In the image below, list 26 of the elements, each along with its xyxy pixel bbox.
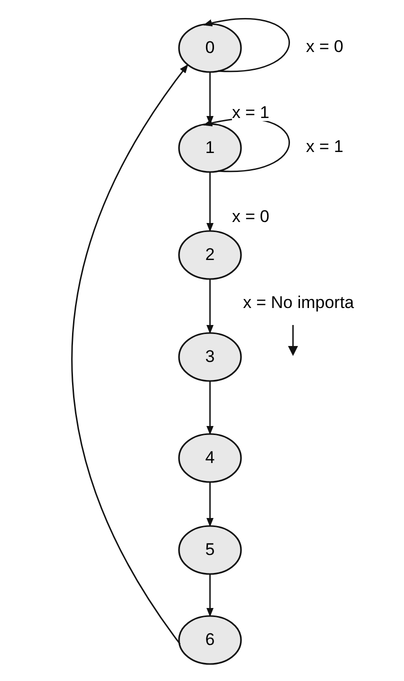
state-circle: [178, 332, 242, 382]
state-number: 5: [205, 539, 215, 562]
self-loop-arrow: [203, 18, 290, 72]
edge-label: x = 1: [232, 104, 270, 121]
state-number: 2: [205, 244, 215, 266]
arrow: [206, 482, 214, 527]
note-label: x = No importa: [243, 294, 354, 311]
state-number: 4: [205, 447, 215, 470]
state-circle: [178, 525, 242, 575]
state-circle: [178, 123, 242, 173]
state-circle: [178, 433, 242, 483]
state-circle: [178, 615, 242, 665]
arrow: [71, 64, 188, 644]
edge-label: x = 1: [306, 138, 344, 155]
edge-label: x = 0: [232, 208, 270, 224]
state-circle: [178, 23, 242, 73]
state-number: 1: [205, 137, 215, 160]
arrow: [206, 279, 214, 334]
arrow: [206, 574, 214, 617]
state-number: 0: [205, 37, 215, 60]
state-number: 6: [205, 629, 215, 652]
edge-label: x = 0: [306, 38, 344, 55]
arrow: [206, 172, 214, 232]
state-circle: [178, 230, 242, 280]
arrow: [206, 381, 214, 435]
state-number: 3: [205, 346, 215, 368]
